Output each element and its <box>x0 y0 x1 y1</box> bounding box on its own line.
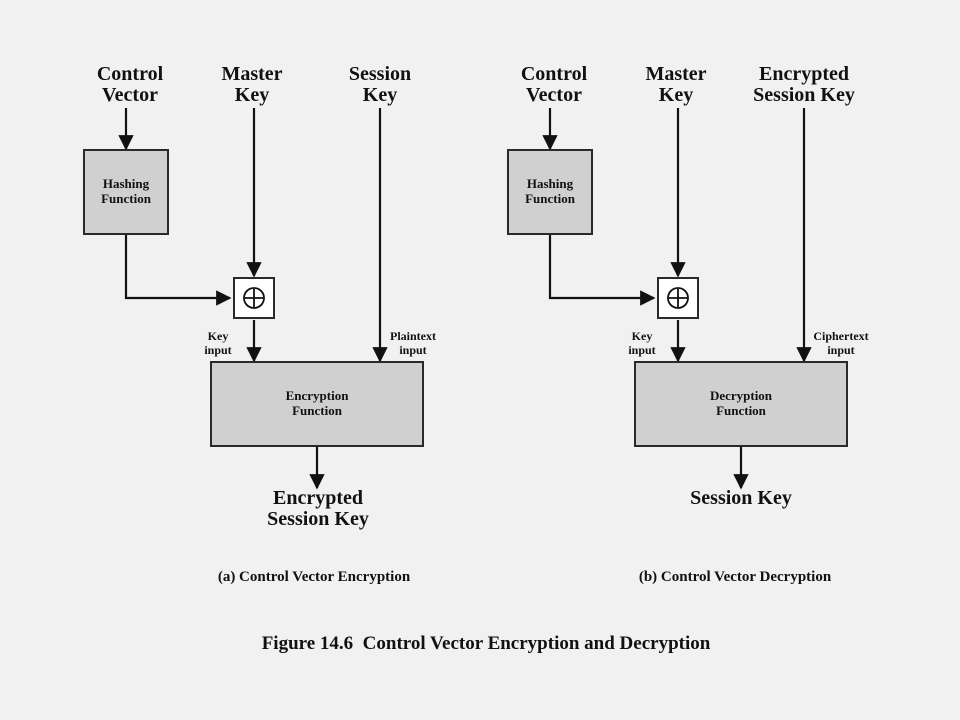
caption-b: (b) Control Vector Decryption <box>638 569 832 585</box>
encrypted-session-key-output-a: Encrypted Session Key <box>267 487 369 530</box>
plaintext-input-label-a: Plaintext input <box>390 329 436 358</box>
encryption-function-box-a: Encryption Function <box>210 361 424 447</box>
control-vector-label-a: Control Vector <box>96 63 164 106</box>
control-vector-label-b: Control Vector <box>520 63 588 106</box>
master-key-label-b: Master Key <box>645 63 707 106</box>
decryption-function-box-b: Decryption Function <box>634 361 848 447</box>
xor-operator-b <box>657 277 699 319</box>
xor-operator-a <box>233 277 275 319</box>
hashing-function-box-a: Hashing Function <box>83 149 169 235</box>
ciphertext-input-label-b: Ciphertext input <box>813 329 869 358</box>
hashing-function-box-b: Hashing Function <box>507 149 593 235</box>
arrow-hash-to-xor-b <box>548 235 656 306</box>
session-key-label-a: Session Key <box>348 63 412 106</box>
key-input-label-a: Key input <box>204 329 232 358</box>
figure-caption: Figure 14.6 Control Vector Encryption an… <box>261 633 711 654</box>
master-key-label-a: Master Key <box>221 63 283 106</box>
arrow-hash-to-xor-a <box>124 235 232 306</box>
xor-icon <box>243 287 265 309</box>
key-input-label-b: Key input <box>628 329 656 358</box>
encrypted-session-key-label-b: Encrypted Session Key <box>753 63 855 106</box>
caption-a: (a) Control Vector Encryption <box>217 569 411 585</box>
session-key-output-b: Session Key <box>690 487 792 509</box>
xor-icon <box>667 287 689 309</box>
